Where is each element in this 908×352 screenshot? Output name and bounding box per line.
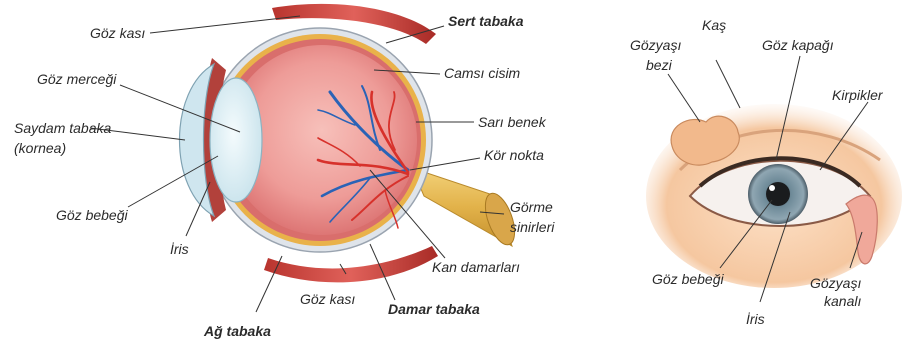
label-ag-tabaka: Ağ tabaka [203,323,271,339]
label-sinirleri: sinirleri [510,219,555,235]
label-goz-mercegi: Göz merceği [37,71,117,87]
label-kor-nokta: Kör nokta [484,147,544,163]
label-kan-damarlari: Kan damarları [432,259,520,275]
label-iris-right: İris [746,311,765,327]
label-goz-bebegi-right: Göz bebeği [652,271,724,287]
label-iris-left: İris [170,241,189,257]
label-camsi-cisim: Camsı cisim [444,65,521,81]
label-saydam-tabaka: Saydam tabaka [14,120,111,136]
label-goz-kapagi: Göz kapağı [762,37,834,53]
eye-muscle-bottom [264,246,438,282]
label-kornea: (kornea) [14,140,66,156]
label-kas: Kaş [702,17,726,33]
label-gozyasi-bezi-2: bezi [646,57,673,73]
label-goz-bebegi-left: Göz bebeği [56,207,128,223]
label-sert-tabaka: Sert tabaka [448,13,524,29]
label-goz-kasi-bottom: Göz kası [300,291,355,307]
label-goz-kasi-top: Göz kası [90,25,145,41]
label-damar-tabaka: Damar tabaka [388,301,480,317]
label-sari-benek: Sarı benek [478,114,547,130]
label-gozyasi-bezi-1: Gözyaşı [630,37,681,53]
lens [210,78,262,202]
pupil-highlight [769,185,775,191]
eye-cross-section: Göz kası Sert tabaka Göz merceği Camsı c… [14,4,555,339]
eye-external-view: Kaş Gözyaşı bezi Göz kapağı Kirpikler Gö… [630,17,902,327]
label-gorme: Görme [510,199,553,215]
label-gozyasi-kanali-1: Gözyaşı [810,275,861,291]
label-gozyasi-kanali-2: kanalı [824,293,861,309]
label-kirpikler: Kirpikler [832,87,884,103]
